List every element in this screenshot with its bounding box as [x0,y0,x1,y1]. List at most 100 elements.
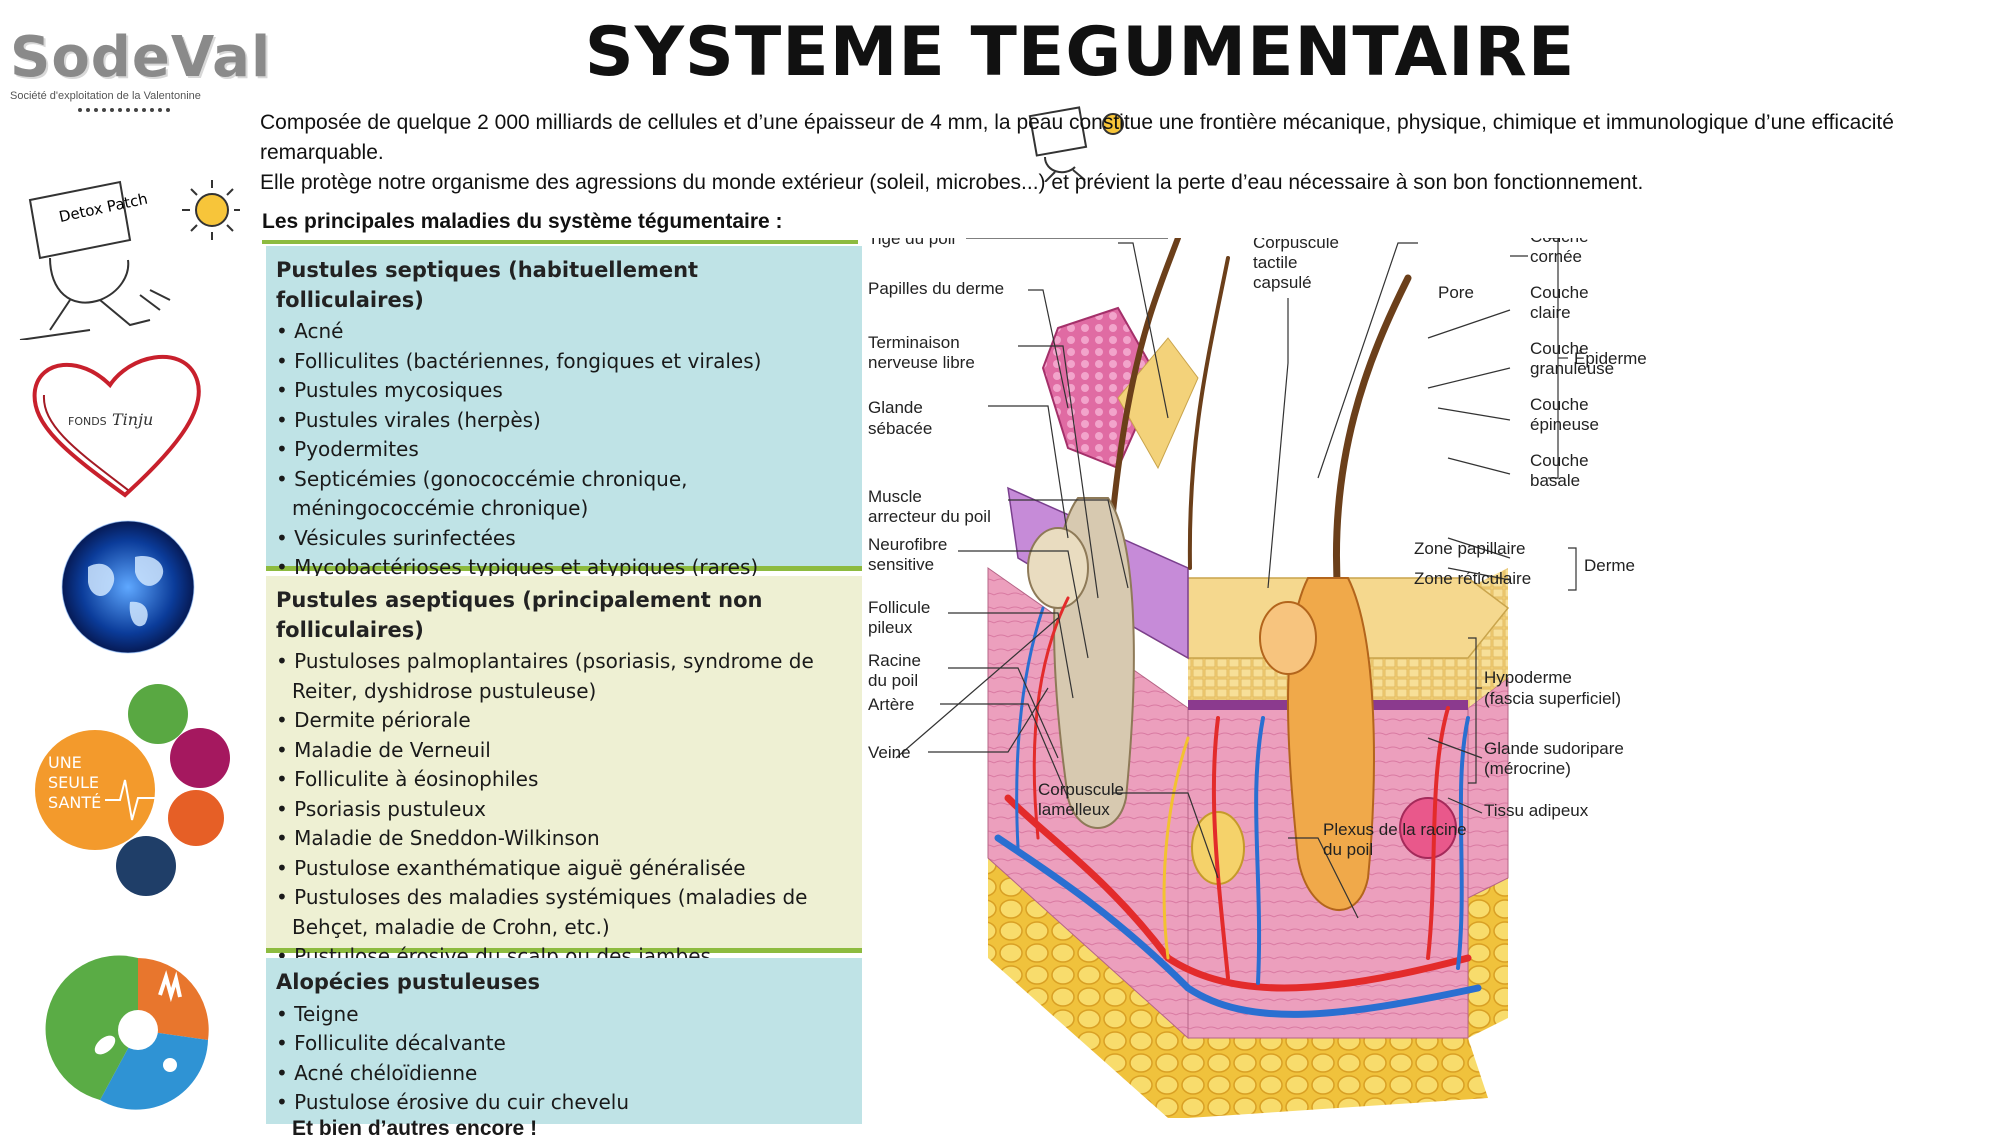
label-sebaceous-gland-2: sébacée [868,419,932,438]
label-hair-root-plexus-1: Plexus de la racine [1323,820,1467,839]
skin-diagram: Tige du poil Papilles du derme Terminais… [868,238,1998,1118]
label-hair-root-1: Racine [868,651,921,670]
label-stratum-lucidum-1: Couche [1530,283,1589,302]
heart-icon: FONDS Tinju [10,345,240,505]
list-item: Pustules mycosiques [276,376,852,406]
panel-title: Pustules septiques (habituellement folli… [276,256,852,315]
list-item: Pustules virales (herpès) [276,406,852,436]
page-title-text: SYSTEME TEGUMENTAIRE [585,13,1576,92]
list-item: Pustulose exanthématique aiguë généralis… [276,854,852,884]
une-seule-sante-icon: UNE SEULE SANTÉ [10,680,240,905]
more-diseases-note: Et bien d’autres encore ! [276,1114,852,1143]
label-sensory-nerve-fiber-2: sensitive [868,555,934,574]
panel-septic-pustules: Pustules septiques (habituellement folli… [266,246,862,571]
dermis-right-face [1468,678,1508,898]
list-item: Acné [276,317,852,347]
label-stratum-basale-1: Couche [1530,451,1589,470]
label-sweat-gland-2: (mérocrine) [1484,759,1571,778]
label-lamellar-corpuscle-1: Corpuscule [1038,780,1124,799]
label-dermal-papillae: Papilles du derme [868,279,1004,298]
paw-icon [163,1058,177,1072]
list-item: Pyodermites [276,435,852,465]
globe-logo [10,512,240,662]
intro-paragraph-2: Elle protège notre organisme des agressi… [260,168,1960,198]
label-tactile-corpuscle-2: tactile [1253,253,1297,272]
label-tactile-corpuscle-3: capsulé [1253,273,1312,292]
list-item: Pustuloses des maladies systémiques (mal… [276,883,852,942]
list-item: Septicémies (gonococcémie chronique, mén… [276,465,852,524]
list-item: Teigne [276,1000,852,1030]
label-vein: Veine [868,743,911,762]
list-item: Folliculite décalvante [276,1029,852,1059]
label-hair-root-2: du poil [868,671,918,690]
label-hair-root-plexus-2: du poil [1323,840,1373,859]
list-item: Dermite périorale [276,706,852,736]
label-pore: Pore [1438,283,1474,302]
fonds-name: Tinju [112,410,153,429]
label-hypodermis-2: (fascia superficiel) [1484,689,1621,708]
list-item: Acné chéloïdienne [276,1059,852,1089]
detox-patch-icon: Detox Patch [10,160,240,340]
list-item: Pustuloses palmoplantaires (psoriasis, s… [276,647,852,706]
label-hypodermis-1: Hypoderme [1484,668,1572,687]
panel-pustular-alopecia: Alopécies pustuleuses Teigne Folliculite… [266,958,862,1124]
list-item: Maladie de Verneuil [276,736,852,766]
sebaceous-gland-center [1260,602,1316,674]
label-artery: Artère [868,695,914,714]
label-free-nerve-ending-2: nerveuse libre [868,353,975,372]
sebaceous-gland-left [1028,528,1088,608]
list-item: Folliculites (bactériennes, fongiques et… [276,347,852,377]
intro-paragraph-1: Composée de quelque 2 000 milliards de c… [260,108,1960,168]
sante-word-1: UNE [48,753,82,772]
diseases-heading: Les principales maladies du système tégu… [262,210,783,234]
label-sensory-nerve-fiber-1: Neurofibre [868,535,947,554]
label-sweat-gland-1: Glande sudoripare [1484,739,1624,758]
label-tactile-corpuscle-1: Corpuscule [1253,238,1339,252]
sante-word-3: SANTÉ [48,793,101,812]
fonds-tinju-logo: FONDS Tinju [10,345,240,505]
panel-title: Pustules aseptiques (principalement non … [276,586,852,645]
label-arrector-muscle-2: arrecteur du poil [868,507,991,526]
hair-shaft-thin [1190,258,1228,568]
label-epidermis: Épiderme [1574,349,1647,368]
label-stratum-lucidum-2: claire [1530,303,1571,322]
label-stratum-spinosum-2: épineuse [1530,415,1599,434]
label-hair-follicle-1: Follicule [868,598,930,617]
label-arrector-muscle-1: Muscle [868,487,922,506]
hypodermis-right-face [1468,878,1508,1038]
label-stratum-corneum-1: Couche [1530,238,1589,246]
list-item: Psoriasis pustuleux [276,795,852,825]
globe-icon [10,512,240,662]
diseases-heading-rule [262,240,858,244]
panel-aseptic-pustules: Pustules aseptiques (principalement non … [266,576,862,953]
hair-shaft-center [1336,278,1408,598]
label-stratum-basale-2: basale [1530,471,1580,490]
sodeval-logo: SodeVal Société d'exploitation de la Val… [10,28,240,128]
label-hair-follicle-2: pileux [868,618,913,637]
sodeval-logo-subtitle: Société d'exploitation de la Valentonine [10,90,240,102]
une-seule-sante-logo: UNE SEULE SANTÉ [10,680,240,905]
list-item: Folliculite à éosinophiles [276,765,852,795]
label-lamellar-corpuscle-2: lamelleux [1038,800,1110,819]
label-reticular-zone: Zone réticulaire [1414,569,1531,588]
sodeval-logo-text: SodeVal [10,28,240,88]
label-free-nerve-ending-1: Terminaison [868,333,960,352]
label-dermis: Derme [1584,556,1635,575]
intro-text: Composée de quelque 2 000 milliards de c… [260,108,1960,198]
fonds-label: FONDS [68,415,107,428]
panel-title: Alopécies pustuleuses [276,968,852,998]
sodeval-crowd-icon [10,105,210,115]
label-stratum-corneum-2: cornée [1530,247,1582,266]
label-adipose-tissue: Tissu adipeux [1484,801,1589,820]
one-health-logo [10,950,240,1110]
list-item: Vésicules surinfectées [276,524,852,554]
detox-patch-logo: Detox Patch [10,160,240,340]
sante-word-2: SEULE [48,773,99,792]
label-sebaceous-gland-1: Glande [868,398,923,417]
hypodermis-front-face [1188,1038,1488,1118]
list-item: Maladie de Sneddon-Wilkinson [276,824,852,854]
label-hair-shaft: Tige du poil [868,238,955,248]
label-papillary-zone: Zone papillaire [1414,539,1526,558]
one-health-icon [10,950,240,1110]
label-stratum-spinosum-1: Couche [1530,395,1589,414]
